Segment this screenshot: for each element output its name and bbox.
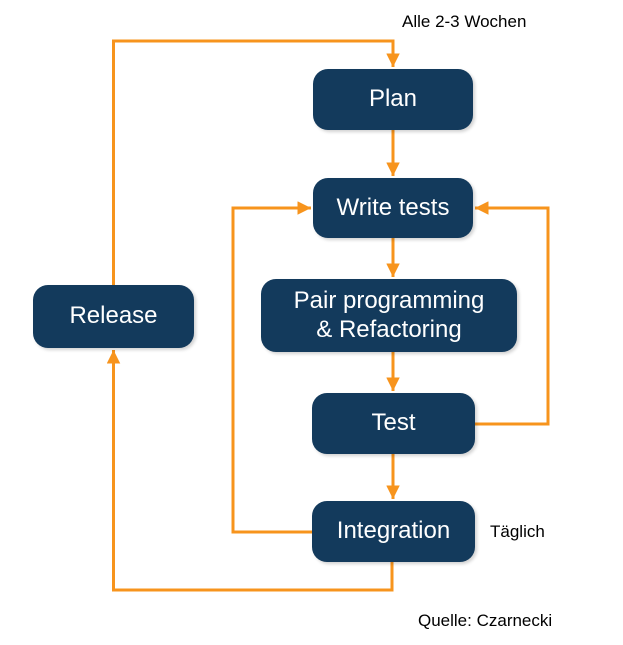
label-cycle-frequency: Alle 2-3 Wochen xyxy=(402,12,527,31)
node-release: Release xyxy=(33,285,194,348)
node-integration: Integration xyxy=(312,501,475,562)
node-test: Test xyxy=(312,393,475,454)
node-write-tests: Write tests xyxy=(313,178,473,238)
node-pair-programming-refactoring: Pair programming & Refactoring xyxy=(261,279,517,352)
arrow-test-to-write-tests xyxy=(475,201,550,426)
label-daily-frequency: Täglich xyxy=(490,522,545,541)
node-plan: Plan xyxy=(313,69,473,130)
arrow-integration-to-write-tests xyxy=(231,201,312,534)
label-source-credit: Quelle: Czarnecki xyxy=(418,611,553,630)
arrow-integration-to-release xyxy=(106,350,394,592)
arrow-release-to-plan xyxy=(112,39,400,285)
